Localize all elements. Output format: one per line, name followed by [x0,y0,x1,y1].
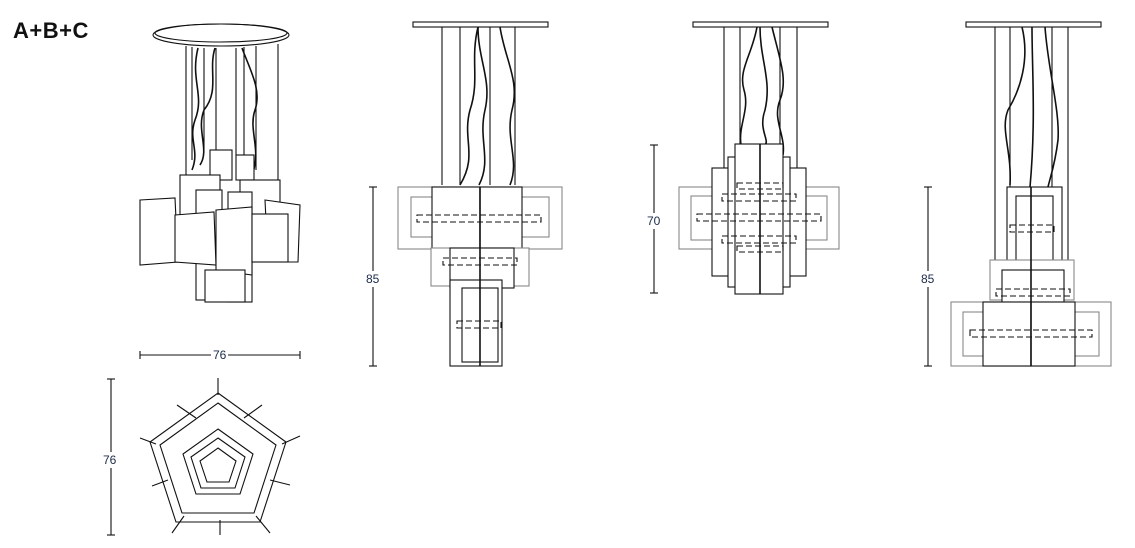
top-view [139,378,301,535]
depth-label: 76 [103,452,117,468]
height-label-c: 85 [921,271,935,287]
front-view-c [950,21,1112,367]
model-title: A+B+C [13,18,89,43]
front-view-b [678,21,840,295]
height-label-a: 85 [366,271,380,287]
perspective-view [139,23,301,303]
front-view-a [397,21,563,367]
width-label: 76 [211,348,229,362]
height-label-b: 70 [647,213,661,229]
